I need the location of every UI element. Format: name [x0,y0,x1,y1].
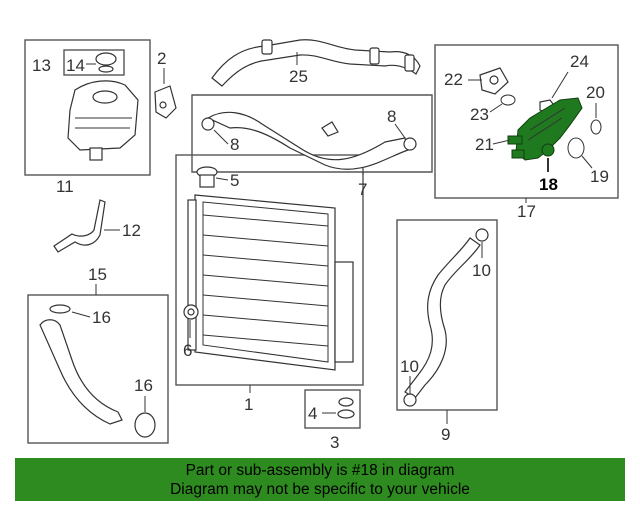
callout-22: 22 [444,70,463,89]
callout-8-right: 8 [387,107,396,126]
part-6-mount [183,304,199,320]
callout-10-bottom: 10 [400,357,419,376]
callout-16-bottom: 16 [134,376,153,395]
part-1-radiator [187,194,354,371]
part-9-lower-hose [403,228,489,407]
info-banner: Part or sub-assembly is #18 in diagram D… [15,458,625,501]
radiator-group-box [175,154,364,386]
callout-20: 20 [586,83,605,102]
part-15-inlet-pipe [39,304,156,438]
callout-8-left: 8 [230,135,239,154]
callout-6: 6 [183,341,192,360]
callout-4: 4 [308,404,317,423]
part-2-bracket [154,85,177,119]
part-7-upper-hose [201,111,417,170]
callout-13: 13 [32,56,51,75]
callout-7: 7 [358,180,367,199]
callout-5: 5 [230,171,239,190]
callout-25: 25 [289,67,308,86]
callout-21: 21 [475,135,494,154]
part-23-gasket [500,94,516,106]
callout-1: 1 [244,395,253,414]
callout-2: 2 [157,49,166,68]
part-19-gasket [567,137,585,159]
cooling-system-diagram: 25 11 13 14 2 8 8 7 [24,39,619,452]
inlet-pipe-group-box [27,294,169,444]
part-25-pipe [211,39,421,87]
hose-group-box [191,94,433,173]
part-18-thermostat-housing [507,97,583,161]
callout-16-top: 16 [92,308,111,327]
part-5-radiator-cap [196,166,218,188]
callout-3: 3 [330,433,339,452]
part-11-reservoir-tank [67,80,139,161]
callout-9: 9 [441,425,450,444]
part-22-outlet [479,67,509,95]
cap-group-box [304,389,361,429]
part-14-cap [95,52,117,73]
callout-18: 18 [539,175,558,194]
callout-11: 11 [56,177,74,196]
cap-subgroup-box [63,49,125,76]
callout-24: 24 [570,52,589,71]
callout-10-top: 10 [472,261,491,280]
part-12-hose [53,199,106,253]
callout-17: 17 [517,202,536,221]
callout-19: 19 [590,167,609,186]
callout-12: 12 [122,221,141,240]
callout-14: 14 [66,56,85,75]
banner-line-2: Diagram may not be specific to your vehi… [170,481,470,498]
part-4-cap [337,397,355,419]
reservoir-group-box [24,39,151,176]
callout-23: 23 [470,105,489,124]
part-20-gasket [590,119,602,135]
banner-line-1: Part or sub-assembly is #18 in diagram [185,462,455,479]
callout-15: 15 [88,265,107,284]
